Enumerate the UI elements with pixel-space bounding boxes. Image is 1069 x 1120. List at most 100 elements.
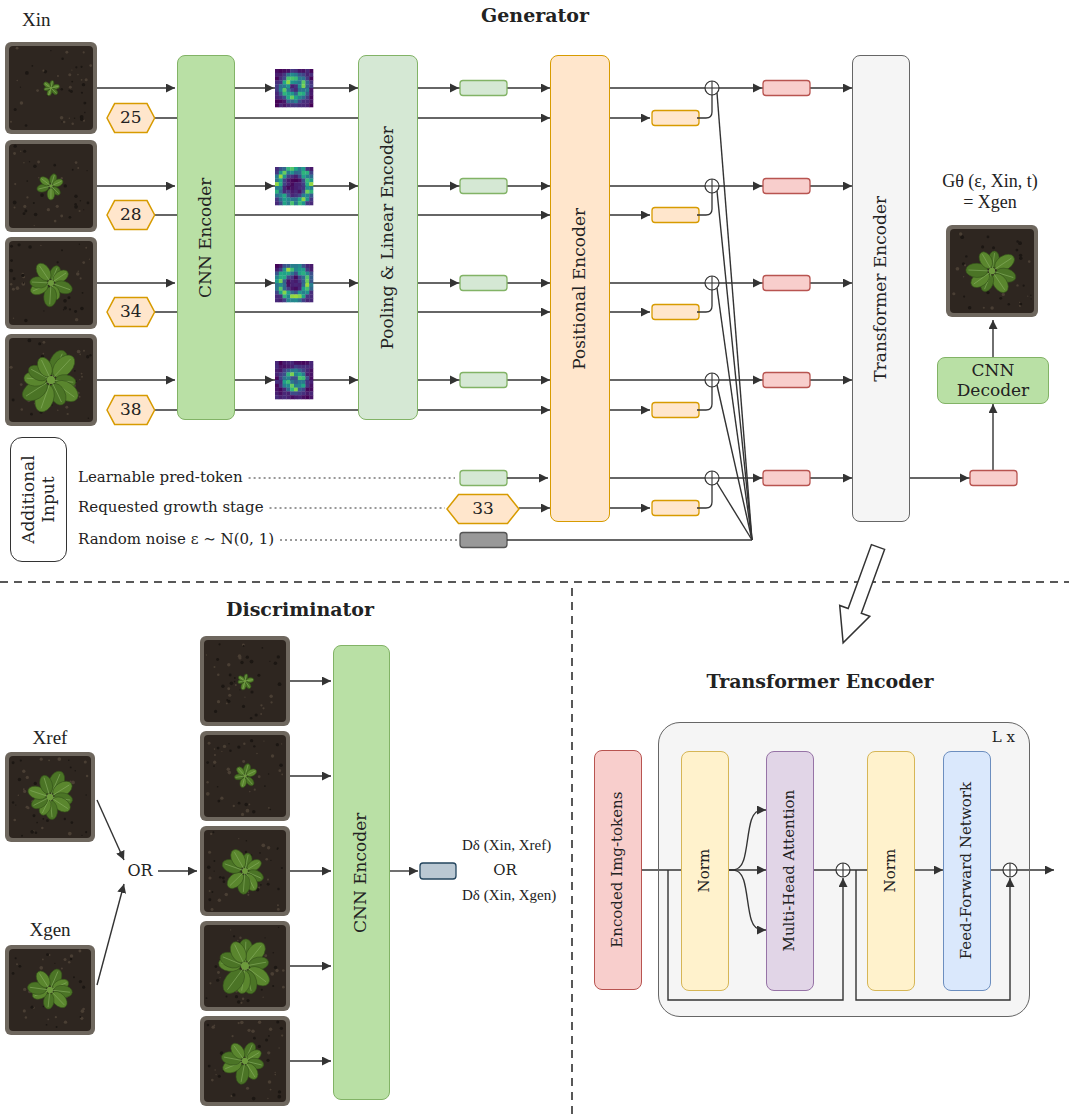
soil-grain [1019, 302, 1020, 303]
feature-cell [298, 361, 302, 365]
feature-cell [294, 80, 298, 84]
soil-grain [77, 271, 78, 272]
feature-cell [290, 171, 294, 175]
feature-cell [302, 268, 306, 272]
soil-grain [80, 200, 82, 202]
zoom-arrow [828, 542, 893, 649]
soil-grain [218, 1075, 221, 1078]
feature-cell [275, 376, 279, 380]
soil-grain [265, 858, 268, 861]
feature-cell [290, 167, 294, 171]
feature-cell [283, 395, 287, 399]
feature-cell [286, 96, 290, 100]
soil-grain [261, 647, 263, 649]
soil-grain [35, 831, 38, 834]
feature-cell [309, 182, 313, 186]
pot-tray [5, 752, 95, 842]
feature-cell [309, 201, 313, 205]
feature-cell [309, 365, 313, 369]
feature-map [275, 264, 313, 302]
soil-grain [250, 660, 254, 664]
soil [9, 338, 93, 422]
feature-cell [305, 182, 309, 186]
soil-grain [23, 790, 26, 793]
feature-cell [279, 279, 283, 283]
feature-cell [279, 92, 283, 96]
plant-photo [5, 752, 95, 842]
feature-cell [294, 77, 298, 81]
soil-grain [221, 685, 224, 688]
rosette [234, 763, 258, 788]
feature-cell [290, 190, 294, 194]
feature-cell [283, 171, 287, 175]
plant-photo [5, 237, 97, 329]
soil-grain [217, 800, 220, 803]
or-label: OR [493, 862, 517, 879]
connector-arrow [519, 507, 550, 508]
soil-grain [82, 261, 85, 264]
feature-cell [309, 69, 313, 73]
soil-grain [20, 151, 21, 152]
feature-cell [275, 365, 279, 369]
soil-grain [215, 1074, 216, 1075]
soil-grain [272, 952, 274, 954]
feature-cell [305, 197, 309, 201]
soil-grain [208, 898, 211, 901]
soil-grain [269, 695, 272, 698]
arrowhead [265, 279, 274, 288]
feature-cell [286, 88, 290, 92]
rosette [237, 674, 254, 691]
soil-grain [71, 122, 73, 124]
feature-cell [298, 272, 302, 276]
soil-grain [81, 92, 83, 94]
feature-cell [286, 361, 290, 365]
feature-cell [275, 391, 279, 395]
feature-cell [286, 77, 290, 81]
feature-cell [294, 272, 298, 276]
plant-photo [5, 42, 97, 134]
feature-cell [279, 365, 283, 369]
leaf-blade [33, 261, 54, 284]
soil-grain [14, 206, 16, 208]
sum-circle [1003, 863, 1017, 877]
soil [204, 1020, 286, 1102]
soil-grain [221, 751, 222, 752]
token [652, 111, 699, 126]
flow-arrow [610, 409, 650, 410]
arrowhead [265, 182, 274, 191]
feature-cell [275, 287, 279, 291]
feature-map [275, 69, 313, 107]
soil-grain [264, 785, 266, 787]
soil-grain [277, 847, 279, 849]
layer-stack-fill [658, 722, 1030, 1017]
soil-grain [209, 890, 211, 892]
feature-cell [309, 171, 313, 175]
token [763, 179, 810, 194]
feature-cell [275, 190, 279, 194]
token [460, 373, 507, 388]
soil-grain [26, 180, 28, 182]
feature-cell [275, 275, 279, 279]
soil [9, 949, 91, 1031]
flow-arrow [97, 185, 175, 186]
flow-arrow [290, 870, 331, 871]
feature-cell [283, 264, 287, 268]
feature-cell [294, 182, 298, 186]
section-title: Generator [481, 5, 589, 27]
soil-grain [27, 807, 30, 810]
feature-cell [302, 283, 306, 287]
feature-cell [305, 84, 309, 88]
soil-grain [70, 766, 72, 768]
soil-grain [1008, 303, 1010, 305]
block-label: Positional Encoder [570, 208, 590, 370]
soil-grain [235, 684, 237, 686]
feature-cell [305, 92, 309, 96]
feature-cell [283, 201, 287, 205]
feature-cell [298, 275, 302, 279]
plant-photo [5, 334, 97, 426]
feature-cell [298, 69, 302, 73]
soil-grain [85, 78, 88, 81]
leaf-blade [34, 355, 55, 379]
hexagon-shape [107, 104, 155, 133]
soil-grain [214, 748, 216, 750]
